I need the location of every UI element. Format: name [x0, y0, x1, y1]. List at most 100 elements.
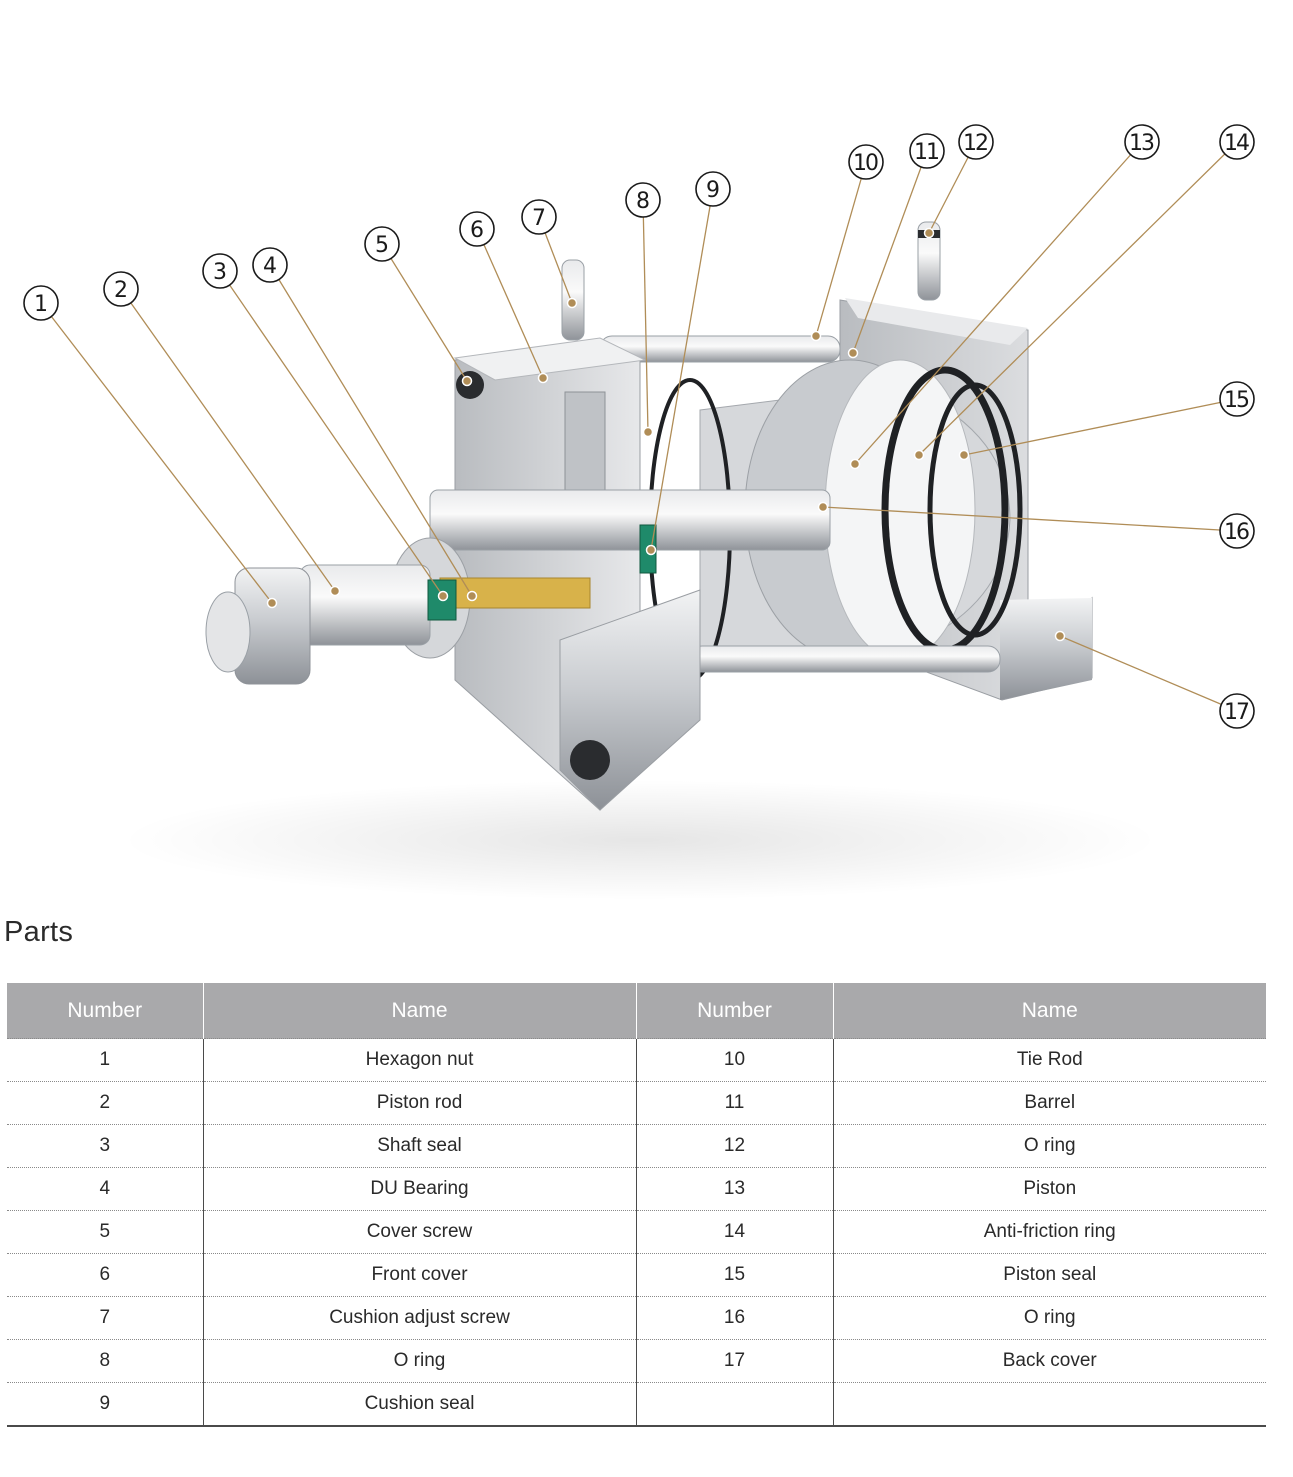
callout-number: 5 [375, 233, 389, 258]
leader-line [815, 161, 867, 337]
leader-dot [913, 449, 925, 461]
part-name-cell: Barrel [832, 1081, 1266, 1125]
part-number-cell: 4 [7, 1167, 203, 1211]
leader-line [381, 243, 468, 382]
part-number-cell: 15 [635, 1253, 833, 1297]
callout-number: 14 [1224, 131, 1250, 156]
callout-circle [695, 171, 731, 207]
front-cover-shape [453, 337, 701, 811]
callout-number: 7 [532, 206, 546, 231]
leader-dot [642, 426, 654, 438]
parts-title: Parts [4, 916, 74, 948]
part-name-cell: Cushion seal [202, 1382, 636, 1427]
leader-dot [461, 375, 473, 387]
callout-number: 16 [1224, 520, 1250, 545]
leader-dot [923, 227, 935, 239]
part-number-cell: 12 [635, 1124, 833, 1168]
parts-header-row: Number Name Number Name [7, 983, 1266, 1039]
callout-number: 11 [914, 140, 940, 165]
part-name-cell: O ring [202, 1339, 636, 1383]
leader-line [854, 141, 1143, 465]
callout-circle [1219, 513, 1255, 549]
callout-number: 15 [1224, 388, 1250, 413]
part-name-cell: Front cover [202, 1253, 636, 1297]
tie-rod-shapes [599, 335, 1001, 673]
leader-dot [847, 347, 859, 359]
leader-line [120, 288, 336, 592]
header-name-left: Name [202, 983, 636, 1039]
callout-number: 6 [470, 218, 484, 243]
leader-line [963, 398, 1238, 456]
part-name-cell: Piston rod [202, 1081, 636, 1125]
callout-number: 1 [34, 292, 48, 317]
part-name-cell: Piston seal [832, 1253, 1266, 1297]
part-number-cell: 1 [7, 1038, 203, 1082]
part-name-cell: Cushion adjust screw [202, 1296, 636, 1340]
part-number-cell: 17 [635, 1339, 833, 1383]
leader-line [650, 188, 714, 551]
leader-line [219, 270, 444, 597]
part-number-cell: 8 [7, 1339, 203, 1383]
leader-line [852, 150, 928, 354]
leader-dot [1054, 630, 1066, 642]
ground-shadow [120, 780, 1160, 900]
header-number-left: Number [7, 983, 203, 1039]
part-name-cell: Hexagon nut [202, 1038, 636, 1082]
callout-circle [1124, 124, 1160, 160]
leader-line [269, 264, 473, 597]
part-name-cell [832, 1382, 1266, 1427]
part-number-cell: 16 [635, 1296, 833, 1340]
callout-number: 12 [963, 131, 989, 156]
callout-circle [848, 144, 884, 180]
part-name-cell: Anti-friction ring [832, 1210, 1266, 1254]
callout-number: 13 [1129, 131, 1155, 156]
part-number-cell: 10 [635, 1038, 833, 1082]
callout-number: 10 [853, 151, 879, 176]
part-name-cell: O ring [832, 1296, 1266, 1340]
part-name-cell: DU Bearing [202, 1167, 636, 1211]
leader-dot [645, 544, 657, 556]
callout-number: 17 [1224, 700, 1250, 725]
callout-circle [958, 124, 994, 160]
leader-dot [810, 330, 822, 342]
part-number-cell: 2 [7, 1081, 203, 1125]
callout-number: 8 [636, 189, 650, 214]
callout-circle [252, 247, 288, 283]
leader-dot [437, 590, 449, 602]
callout-number: 3 [213, 260, 227, 285]
part-number-cell: 7 [7, 1296, 203, 1340]
callout-number: 4 [263, 254, 277, 279]
leader-dot [849, 458, 861, 470]
part-number-cell: 3 [7, 1124, 203, 1168]
leader-line [40, 302, 273, 604]
leader-dot [958, 449, 970, 461]
leader-line [918, 141, 1238, 456]
callout-circle [1219, 124, 1255, 160]
leader-dot [329, 585, 341, 597]
callout-circle [103, 271, 139, 307]
leader-line [1059, 635, 1238, 712]
part-number-cell: 9 [7, 1382, 203, 1427]
leader-line [642, 199, 649, 433]
leader-dot [266, 597, 278, 609]
header-name-right: Name [832, 983, 1266, 1039]
piston-rod-shape [299, 489, 831, 659]
leader-dot [566, 297, 578, 309]
callout-circle [459, 211, 495, 247]
leader-line [476, 228, 544, 379]
part-name-cell: Tie Rod [832, 1038, 1266, 1082]
part-name-cell: Shaft seal [202, 1124, 636, 1168]
part-number-cell: 6 [7, 1253, 203, 1297]
part-number-cell: 14 [635, 1210, 833, 1254]
